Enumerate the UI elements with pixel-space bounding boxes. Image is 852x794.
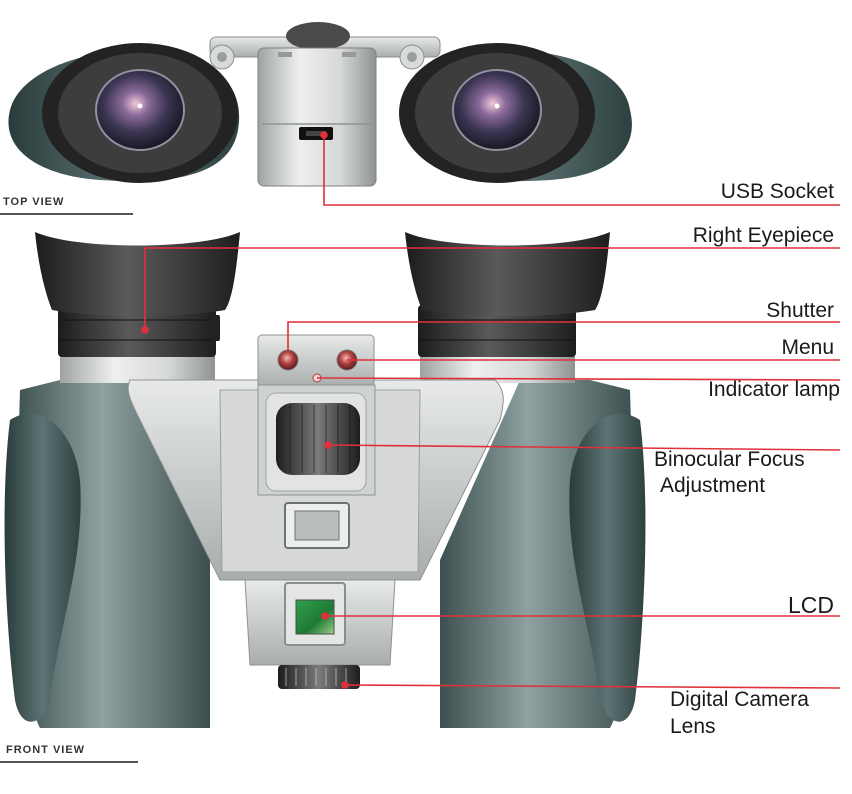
top-view-illustration <box>8 22 632 187</box>
indicator-lamp-leader <box>316 377 841 381</box>
camera-lens-label-line1: Digital Camera <box>670 688 809 711</box>
focus-adjustment-leader-dot <box>324 441 332 449</box>
focus-adjustment-leader <box>327 444 841 451</box>
lcd-label: LCD <box>787 592 834 618</box>
camera-lens-leader <box>344 684 841 689</box>
right-eyepiece-leader <box>144 247 840 330</box>
camera-lens-leader-dot <box>341 681 349 689</box>
right-eyepiece-label: Right Eyepiece <box>692 224 834 247</box>
lcd-leader-dot <box>321 612 329 620</box>
usb-socket-leader-dot <box>320 131 328 139</box>
top-view-label: TOP VIEW <box>3 196 65 208</box>
usb-socket-leader <box>323 135 840 206</box>
focus-adjustment-label-line2: Adjustment <box>660 474 766 497</box>
usb-socket-label: USB Socket <box>720 180 834 203</box>
menu-label: Menu <box>781 336 834 359</box>
shutter-label: Shutter <box>766 299 834 322</box>
front-view-label: FRONT VIEW <box>6 744 86 756</box>
indicator-lamp-label: Indicator lamp <box>708 378 840 401</box>
leader-lines <box>141 131 841 689</box>
shutter-leader <box>287 321 840 350</box>
front-view-illustration <box>4 232 646 728</box>
right-eyepiece-leader-dot <box>141 326 149 334</box>
camera-lens-label-line2: Lens <box>670 715 716 738</box>
focus-adjustment-label-line1: Binocular Focus <box>654 448 805 471</box>
